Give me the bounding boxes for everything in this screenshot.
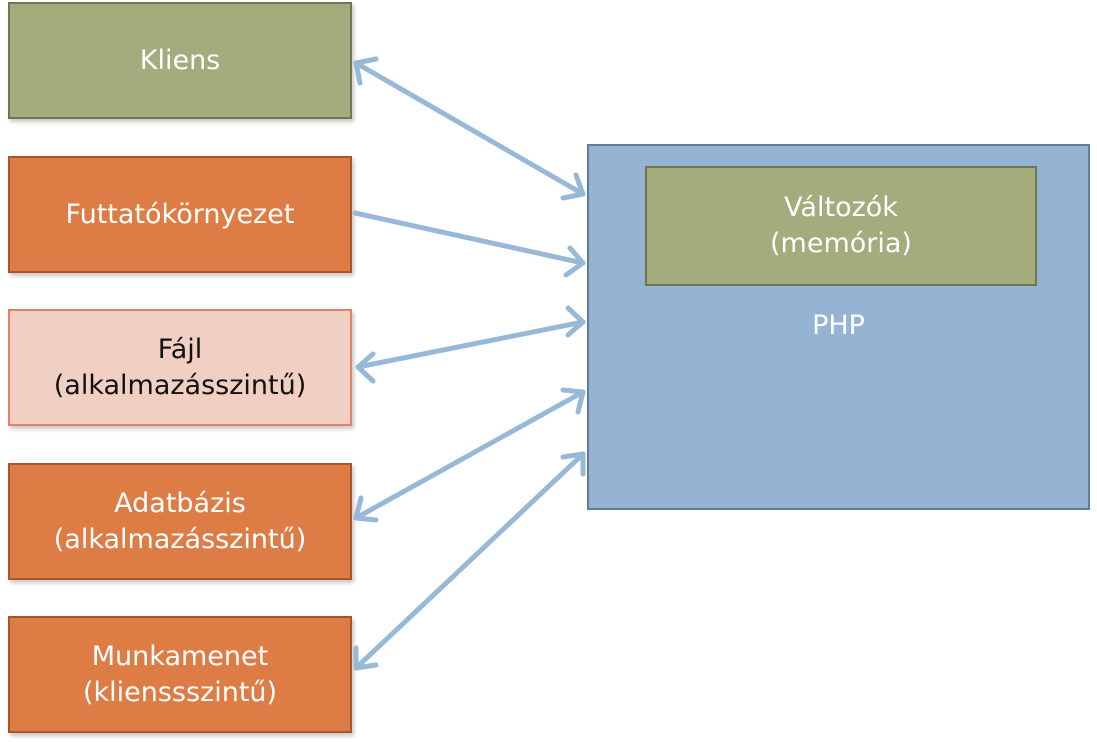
- php-label: PHP: [812, 310, 865, 341]
- adatbazis-box: Adatbázis (alkalmazásszintű): [8, 463, 352, 580]
- arrow-fajl-php: [355, 305, 586, 384]
- futtatokornyezet-box: Futtatókörnyezet: [8, 156, 352, 273]
- valtozok-label: Változók: [784, 192, 898, 223]
- fajl-label: Fájl: [157, 333, 203, 365]
- kliens-box: Kliens: [8, 2, 352, 119]
- arrow-futtatokornyezet-php: [352, 210, 586, 278]
- munkamenet-sublabel: (klienssszintű): [82, 676, 278, 708]
- futtatokornyezet-label: Futtatókörnyezet: [65, 198, 295, 230]
- arrow-adatbazis-php: [353, 387, 586, 523]
- fajl-sublabel: (alkalmazásszintű): [53, 369, 307, 401]
- adatbazis-sublabel: (alkalmazásszintű): [53, 523, 307, 555]
- munkamenet-box: Munkamenet (klienssszintű): [8, 616, 352, 733]
- adatbazis-label: Adatbázis: [114, 487, 246, 519]
- arrow-munkamenet-php: [353, 451, 586, 671]
- arrow-kliens-php: [353, 56, 586, 201]
- valtozok-sublabel: (memória): [770, 228, 912, 259]
- fajl-box: Fájl (alkalmazásszintű): [8, 309, 352, 426]
- valtozok-box: Változók (memória): [645, 166, 1037, 286]
- munkamenet-label: Munkamenet: [91, 640, 269, 672]
- kliens-label: Kliens: [139, 44, 221, 76]
